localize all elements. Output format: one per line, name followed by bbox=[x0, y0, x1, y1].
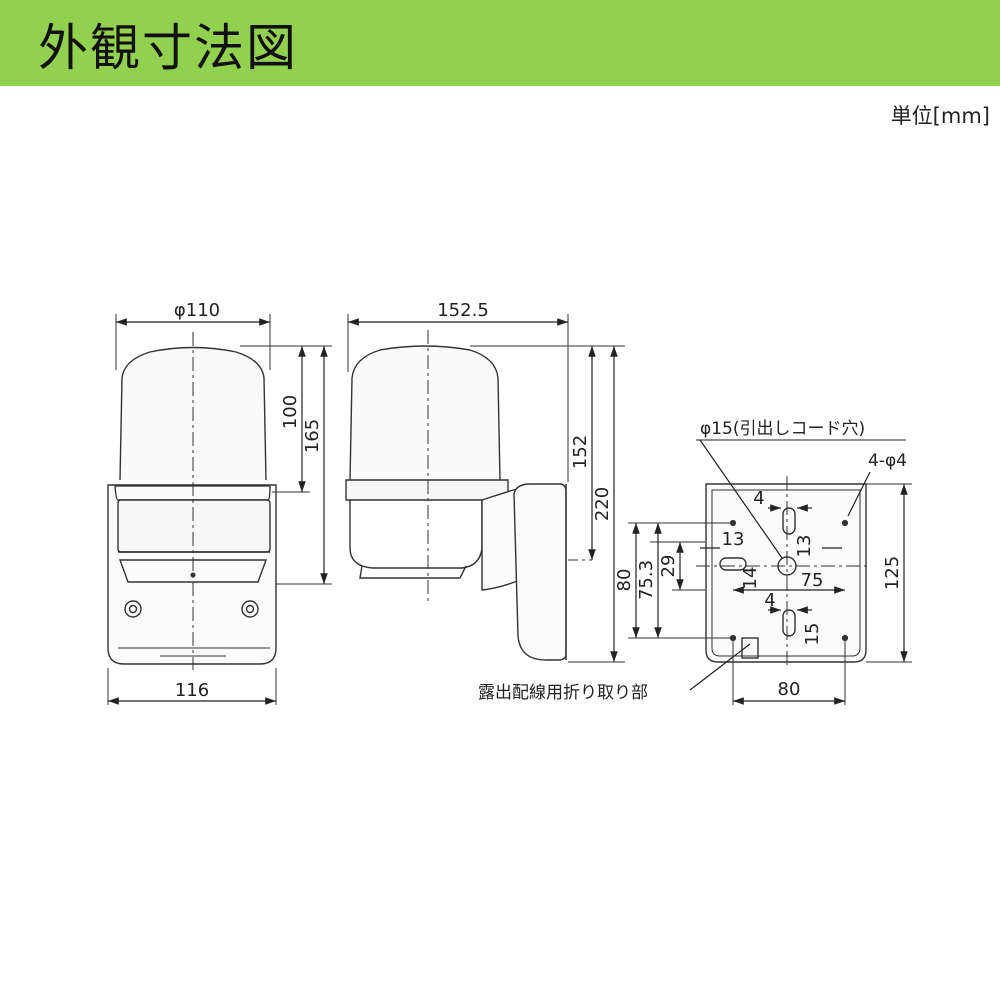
dim-base-4-bottom: 4 bbox=[764, 590, 775, 611]
dim-side-height-a: 152 bbox=[570, 435, 591, 469]
dim-front-height-total: 165 bbox=[302, 419, 323, 453]
dim-side-height-b: 220 bbox=[592, 487, 613, 521]
dim-base-29: 29 bbox=[658, 555, 679, 578]
mount-holes-label: 4-φ4 bbox=[868, 451, 907, 471]
dim-side-depth: 152.5 bbox=[437, 300, 489, 321]
page-title: 外観寸法図 bbox=[38, 19, 298, 77]
dim-base-75: 75 bbox=[801, 570, 824, 591]
front-dimensions bbox=[108, 318, 328, 705]
base-view bbox=[628, 476, 912, 705]
dim-base-125: 125 bbox=[882, 556, 903, 590]
dim-front-diameter: φ110 bbox=[174, 300, 220, 321]
knockout-label: 露出配線用折り取り部 bbox=[478, 683, 648, 703]
dim-base-80-left: 80 bbox=[614, 569, 635, 592]
dim-front-height-top: 100 bbox=[280, 395, 301, 429]
side-dimensions bbox=[348, 318, 618, 662]
front-view bbox=[107, 314, 332, 705]
dim-base-4-top: 4 bbox=[753, 488, 764, 509]
cord-hole-label: φ15(引出しコード穴) bbox=[700, 419, 865, 439]
side-view bbox=[345, 314, 625, 663]
unit-label: 単位[mm] bbox=[890, 104, 990, 128]
title-bar: 外観寸法図 bbox=[0, 0, 1000, 86]
dim-base-75-3: 75.3 bbox=[636, 560, 657, 600]
dim-base-13-left: 13 bbox=[722, 529, 745, 550]
dim-base-13-right: 13 bbox=[794, 535, 815, 558]
dim-base-80-bottom: 80 bbox=[778, 679, 801, 700]
dim-base-14: 14 bbox=[740, 567, 761, 590]
base-dimensions bbox=[632, 439, 908, 705]
dim-base-15: 15 bbox=[802, 623, 823, 646]
dim-front-width: 116 bbox=[175, 680, 209, 701]
